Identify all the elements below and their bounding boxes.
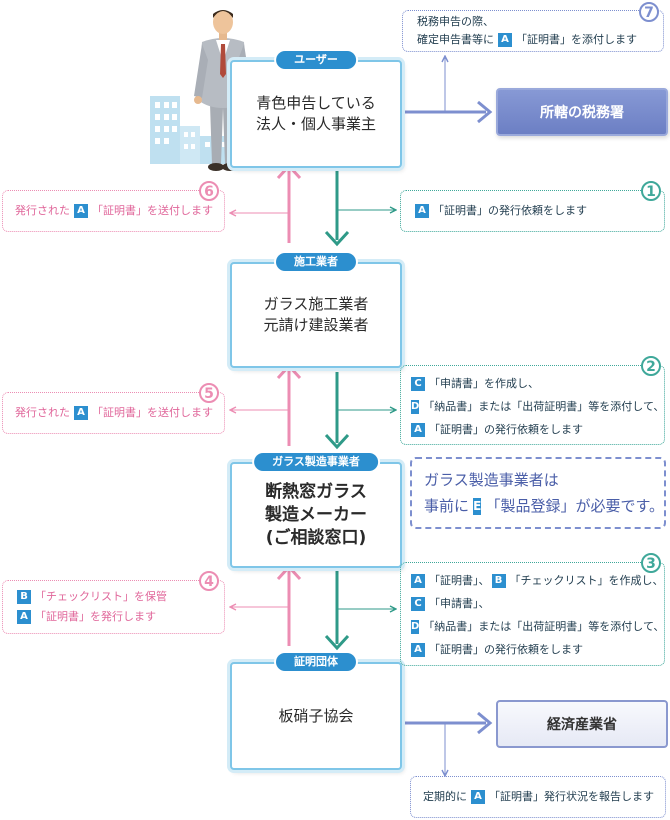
badge-a: A (471, 790, 485, 804)
association-text: 板硝子協会 (278, 706, 353, 727)
contractor-line-2: 元請け建設業者 (263, 316, 369, 334)
step3-text-2: 「申請書」、 (429, 597, 490, 610)
user-pill: ユーザー (276, 51, 356, 69)
step3-line-1: A 「証明書」、 B 「チェックリスト」を作成し、 (411, 569, 664, 592)
user-line-2: 法人・個人事業主 (255, 115, 376, 133)
step-4-number: 4 (199, 571, 219, 591)
step7-note: 税務申告の際、 確定申告書等に A 「証明書」を添付します 7 (402, 2, 664, 52)
contractor-line-1: ガラス施工業者 (263, 295, 369, 313)
step5-note: 発行された A 「証明書」を送付します 5 (2, 383, 225, 434)
step3-text-1a: 「証明書」、 (429, 574, 490, 587)
badge-a: A (74, 204, 88, 218)
report-line: 定期的に A 「証明書」発行状況を報告します (423, 787, 665, 807)
tax-office-box: 所轄の税務署 (496, 88, 668, 136)
step3-text-1b: 「チェックリスト」を作成し、 (509, 574, 664, 587)
report-prefix: 定期的に (423, 790, 467, 803)
badge-b: B (491, 573, 506, 588)
user-text: 青色申告している 法人・個人事業主 (256, 93, 376, 135)
contractor-box: 施工業者 ガラス施工業者 元請け建設業者 (230, 253, 402, 368)
step-2-number: 2 (641, 356, 661, 376)
step7-line-1: 税務申告の際、 (417, 15, 494, 28)
association-pill: 証明団体 (276, 653, 356, 671)
step3-line-3: D 「納品書」または「出荷証明書」等を添付して、 (411, 615, 664, 638)
contractor-pill: 施工業者 (276, 253, 356, 271)
badge-d: D (411, 399, 420, 414)
step5-line: 発行された A 「証明書」を送付します (15, 403, 224, 423)
callout-line-2: 事前に E 「製品登録」が必要です。 (424, 493, 664, 519)
badge-e: E (473, 497, 482, 515)
callout-prefix: 事前に (424, 497, 470, 515)
maker-line-2: 製造メーカー (265, 504, 367, 525)
association-line-1: 板硝子協会 (278, 706, 354, 725)
step4-line-2: A 「証明書」を発行します (17, 607, 224, 627)
badge-a: A (74, 406, 88, 420)
badge-c: C (411, 596, 425, 611)
badge-a: A (411, 642, 425, 657)
step7-line-2: 確定申告書等に A 「証明書」を添付します (417, 31, 663, 49)
badge-a: A (411, 422, 425, 437)
maker-text: 断熱窓ガラス 製造メーカー (ご相談窓口) (265, 481, 367, 550)
step2-line-3: A 「証明書」の発行依頼をします (411, 418, 664, 441)
step5-prefix: 発行された (15, 406, 70, 419)
callout-text: 「製品登録」が必要です。 (485, 497, 664, 515)
step-6-number: 6 (199, 181, 219, 201)
step2-text-2: 「納品書」または「出荷証明書」等を添付して、 (423, 400, 665, 413)
step7-text: 「証明書」を添付します (516, 33, 637, 46)
step2-line-1: C 「申請書」を作成し、 (411, 372, 664, 395)
step3-line-2: C 「申請書」、 (411, 592, 664, 615)
meti-box: 経済産業省 (496, 700, 668, 748)
badge-a: A (415, 204, 429, 218)
up-arrows (276, 163, 302, 646)
down-arrows (324, 170, 350, 651)
step-5-number: 5 (199, 383, 219, 403)
step1-text: 「証明書」の発行依頼をします (433, 204, 587, 217)
badge-d: D (411, 619, 420, 634)
step3-text-4: 「証明書」の発行依頼をします (429, 643, 583, 656)
step1-line: A 「証明書」の発行依頼をします (415, 201, 664, 221)
step4-text-1: 「チェックリスト」を保管 (35, 590, 167, 603)
step5-text: 「証明書」を送付します (92, 406, 213, 419)
report-note: 定期的に A 「証明書」発行状況を報告します (410, 776, 666, 818)
badge-c: C (411, 376, 425, 391)
step4-text-2: 「証明書」を発行します (35, 610, 156, 623)
step3-text-3: 「納品書」または「出荷証明書」等を添付して、 (423, 620, 665, 633)
step4-line-1: B 「チェックリスト」を保管 (17, 587, 224, 607)
step4-note: B 「チェックリスト」を保管 A 「証明書」を発行します 4 (2, 571, 225, 634)
badge-a: A (498, 33, 512, 47)
maker-line-1: 断熱窓ガラス (265, 481, 367, 502)
badge-b: B (17, 590, 31, 604)
maker-line-3: (ご相談窓口) (265, 527, 367, 548)
step-1-number: 1 (641, 181, 661, 201)
step6-text: 「証明書」を送付します (92, 204, 213, 217)
step7-prefix: 確定申告書等に (417, 33, 494, 46)
maker-box: ガラス製造事業者 断熱窓ガラス 製造メーカー (ご相談窓口) (230, 453, 402, 568)
step2-text-3: 「証明書」の発行依頼をします (429, 423, 583, 436)
step2-text-1: 「申請書」を作成し、 (429, 377, 539, 390)
step2-line-2: D 「納品書」または「出荷証明書」等を添付して、 (411, 395, 664, 418)
maker-pill: ガラス製造事業者 (254, 453, 378, 471)
report-text: 「証明書」発行状況を報告します (489, 790, 654, 803)
user-box: ユーザー 青色申告している 法人・個人事業主 (230, 51, 402, 168)
step1-note: A 「証明書」の発行依頼をします 1 (400, 181, 665, 232)
step3-line-4: A 「証明書」の発行依頼をします (411, 638, 664, 661)
step-3-number: 3 (641, 553, 661, 573)
badge-a: A (17, 610, 31, 624)
step3-note: A 「証明書」、 B 「チェックリスト」を作成し、 C 「申請書」、 D 「納品… (400, 553, 665, 666)
step6-prefix: 発行された (15, 204, 70, 217)
product-registration-callout: ガラス製造事業者は 事前に E 「製品登録」が必要です。 (410, 457, 666, 529)
callout-line-1: ガラス製造事業者は (424, 471, 559, 489)
step-7-number: 7 (639, 2, 659, 22)
badge-a: A (411, 573, 425, 588)
step6-line: 発行された A 「証明書」を送付します (15, 201, 224, 221)
user-line-1: 青色申告している (256, 94, 376, 112)
contractor-text: ガラス施工業者 元請け建設業者 (263, 294, 368, 336)
association-box: 証明団体 板硝子協会 (230, 653, 402, 770)
step2-note: C 「申請書」を作成し、 D 「納品書」または「出荷証明書」等を添付して、 A … (400, 356, 665, 445)
step6-note: 発行された A 「証明書」を送付します 6 (2, 181, 225, 232)
